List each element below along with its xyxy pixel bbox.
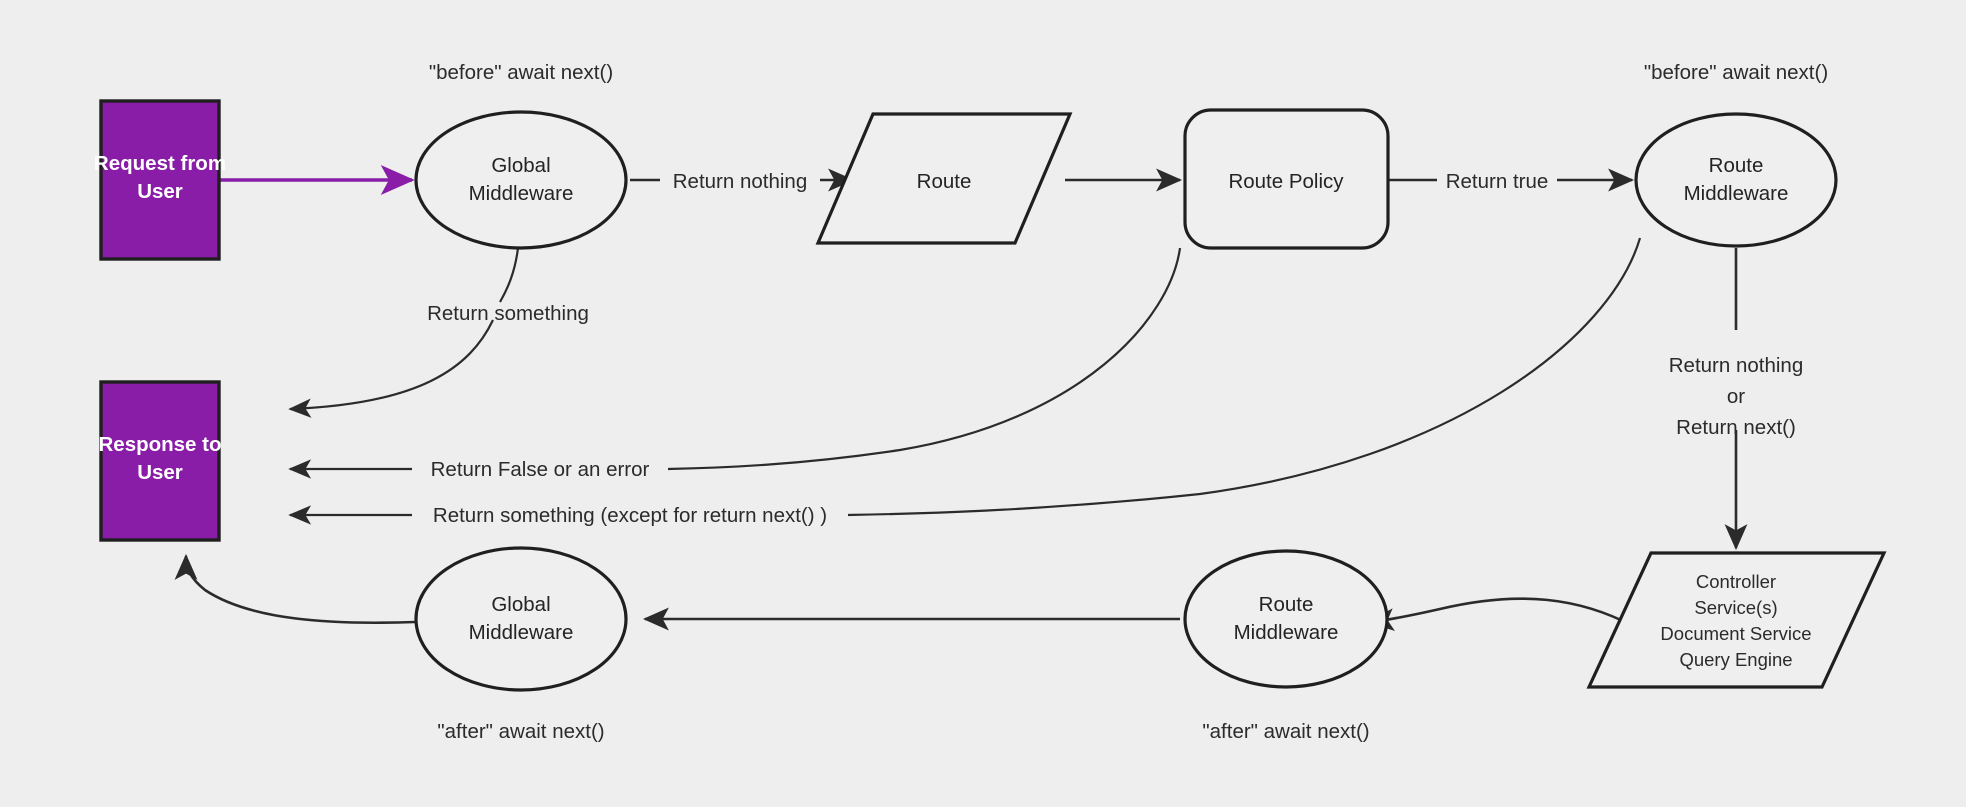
handler-line-services: Service(s) — [1694, 597, 1777, 618]
response-to-user-label-line2: User — [137, 461, 183, 484]
edge-label-return-nothing-or-next-line2: or — [1727, 385, 1745, 408]
edge-label-return-something: Return something — [427, 302, 589, 325]
global-middleware-top-label-line1: Global — [491, 154, 550, 177]
request-from-user-label-line2: User — [137, 180, 183, 203]
route-label: Route — [917, 170, 972, 193]
annotation-before-await-next-route: "before" await next() — [1644, 61, 1828, 84]
handler-line-document-service: Document Service — [1660, 623, 1811, 644]
node-route-middleware-bottom[interactable]: Route Middleware — [1183, 549, 1389, 689]
annotation-before-await-next-global: "before" await next() — [429, 61, 613, 84]
edge-global-middleware-bottom-to-response — [174, 553, 416, 625]
route-middleware-top-label-line1: Route — [1709, 154, 1764, 177]
route-middleware-top-label-line2: Middleware — [1684, 182, 1789, 205]
edge-route-policy-to-response — [288, 247, 1182, 479]
node-route[interactable]: Route — [815, 112, 1073, 245]
edge-route-middleware-to-response — [288, 237, 1642, 525]
annotation-after-await-next-global: "after" await next() — [437, 720, 604, 743]
handler-line-controller: Controller — [1696, 571, 1776, 592]
request-from-user-label-line1: Request from — [94, 152, 226, 175]
global-middleware-top-label-line2: Middleware — [469, 182, 574, 205]
route-middleware-bottom-label-line1: Route — [1259, 593, 1314, 616]
global-middleware-bottom-label-line1: Global — [491, 593, 550, 616]
edge-label-return-nothing: Return nothing — [673, 170, 807, 193]
edge-label-return-false-or-error: Return False or an error — [431, 458, 650, 481]
node-response-to-user[interactable]: Response to User — [98, 380, 222, 542]
node-route-policy[interactable]: Route Policy — [1183, 108, 1390, 250]
response-to-user-label-line1: Response to — [98, 433, 221, 456]
edge-label-return-something-except-next: Return something (except for return next… — [433, 504, 827, 527]
handler-line-query-engine: Query Engine — [1679, 649, 1792, 670]
edge-label-return-nothing-or-next-line3: Return next() — [1676, 416, 1796, 439]
annotation-after-await-next-route: "after" await next() — [1202, 720, 1369, 743]
edge-label-return-nothing-or-next-line1: Return nothing — [1669, 354, 1803, 377]
node-request-from-user[interactable]: Request from User — [94, 99, 226, 261]
route-middleware-bottom-label-line2: Middleware — [1234, 621, 1339, 644]
route-policy-label: Route Policy — [1228, 170, 1344, 193]
edge-handler-to-route-middleware-bottom — [1367, 597, 1634, 632]
node-handler-stack[interactable]: Controller Service(s) Document Service Q… — [1586, 551, 1887, 689]
node-global-middleware-top[interactable]: Global Middleware — [414, 110, 628, 250]
node-global-middleware-bottom[interactable]: Global Middleware — [414, 546, 628, 692]
node-route-middleware-top[interactable]: Route Middleware — [1634, 112, 1838, 248]
edge-global-middleware-to-response — [288, 247, 520, 418]
edge-label-return-true: Return true — [1446, 170, 1549, 193]
global-middleware-bottom-label-line2: Middleware — [469, 621, 574, 644]
